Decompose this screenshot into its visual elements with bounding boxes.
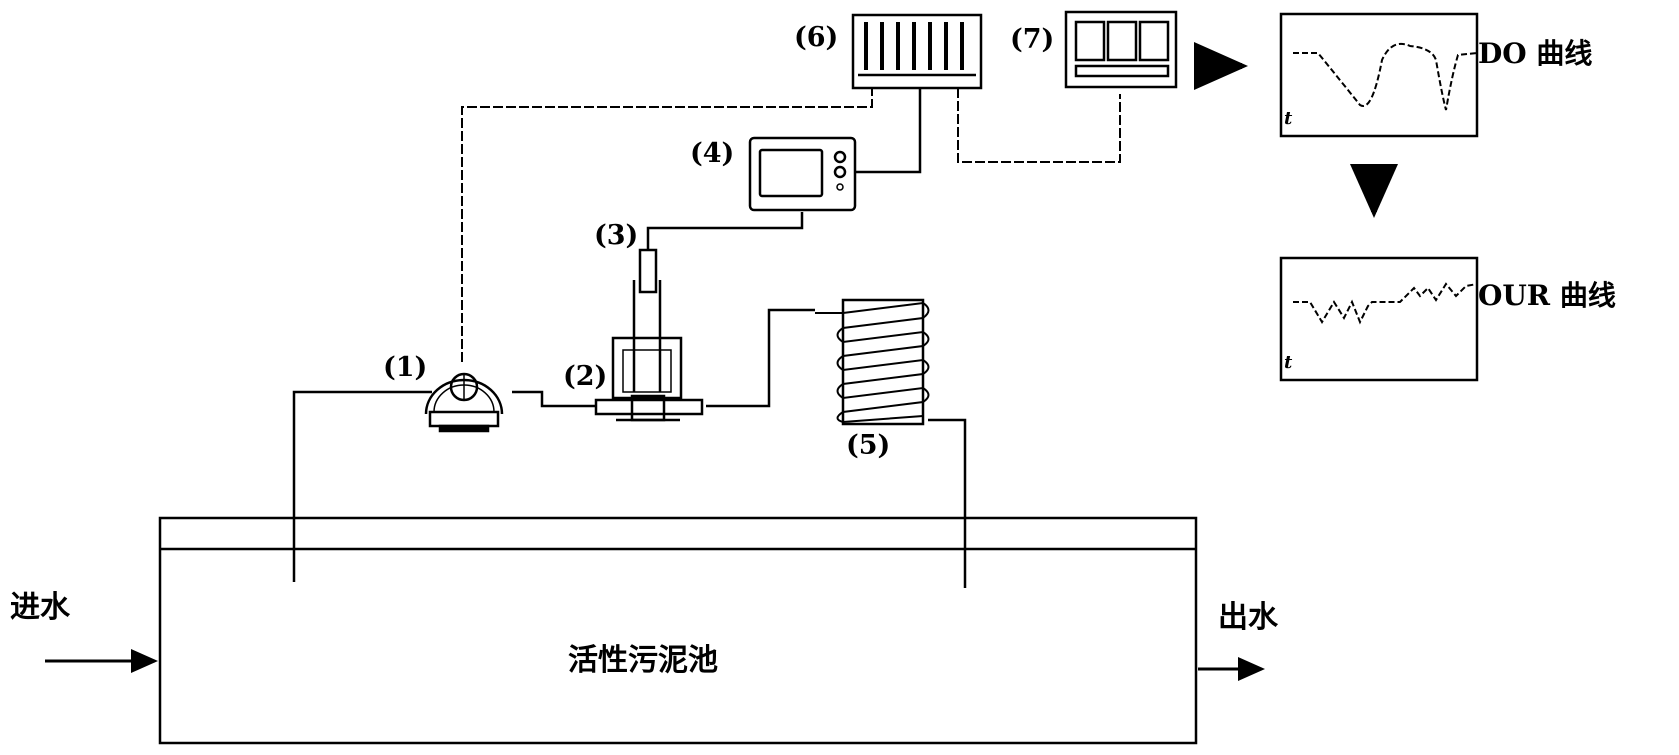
signal-lines bbox=[461, 88, 1121, 362]
do-axis-label: t bbox=[1284, 108, 1293, 129]
our-curve-label: OUR 曲线 bbox=[1478, 279, 1616, 312]
do-curve-chart bbox=[1279, 12, 1479, 138]
inlet-label: 进水 bbox=[10, 590, 70, 625]
do-meter bbox=[748, 88, 922, 212]
respiration-reactor bbox=[594, 280, 704, 422]
label-coil: (5) bbox=[846, 430, 891, 461]
our-curve-chart bbox=[1279, 256, 1479, 382]
our-axis-label: t bbox=[1284, 352, 1293, 373]
our-curve-line bbox=[1293, 282, 1478, 325]
label-computer: (7) bbox=[1010, 24, 1055, 55]
label-reactor: (2) bbox=[563, 361, 608, 392]
do-curve-label: DO 曲线 bbox=[1478, 37, 1593, 70]
heat-exchange-coil bbox=[815, 298, 930, 426]
do-curve-line bbox=[1293, 42, 1478, 111]
do-probe bbox=[638, 212, 804, 294]
pipes bbox=[292, 308, 967, 588]
computer-monitor bbox=[1064, 10, 1178, 89]
peristaltic-pump bbox=[424, 372, 504, 433]
outlet-label: 出水 bbox=[1218, 600, 1278, 635]
label-probe: (3) bbox=[594, 220, 639, 251]
tank-name: 活性污泥池 bbox=[568, 643, 718, 678]
label-pump: (1) bbox=[383, 352, 428, 383]
flow-arrows bbox=[1194, 42, 1398, 218]
label-meter: (4) bbox=[690, 138, 735, 169]
data-acquisition-interface bbox=[851, 13, 983, 90]
activated-sludge-tank bbox=[158, 516, 1198, 745]
label-interface: (6) bbox=[794, 22, 839, 53]
